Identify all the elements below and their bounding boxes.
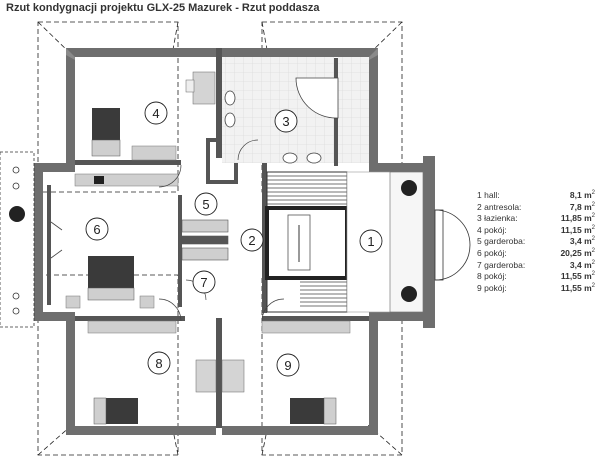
legend-room-area: 7,8 m	[569, 201, 592, 212]
legend-room-area: 11,55 m	[560, 271, 592, 282]
legend-room-name: 3 łazienka:	[477, 213, 518, 224]
room-number: 1	[367, 234, 374, 249]
staircase	[265, 171, 349, 313]
legend-row: 3 łazienka: 11,85 m2	[477, 213, 595, 225]
room-area-legend: 1 hall:8,1 m2 2 antresola:7,8 m2 3 łazie…	[477, 190, 595, 294]
legend-room-name: 6 pokój:	[477, 247, 507, 258]
legend-row: 7 garderoba: 3,4 m2	[477, 260, 595, 272]
bathroom-tiled-area	[338, 57, 369, 163]
room-number: 8	[155, 356, 162, 371]
room-label-8: 8	[147, 351, 171, 375]
room-label-9: 9	[276, 353, 300, 377]
legend-unit-sup: 2	[591, 282, 595, 289]
bathroom-fixtures	[224, 77, 339, 164]
room-number: 7	[200, 275, 207, 290]
room-labels: 4 3 5 6 2 1 7 8 9	[85, 101, 383, 377]
legend-unit-sup: 2	[591, 248, 595, 255]
legend-room-name: 1 hall:	[477, 190, 500, 200]
plant-icon	[9, 180, 417, 302]
room-9-furniture	[221, 320, 351, 425]
room-label-7: 7	[192, 270, 216, 294]
roof-corners	[66, 48, 378, 60]
room-8-furniture	[87, 320, 217, 425]
legend-row: 1 hall: 8,1 m2	[477, 190, 595, 202]
room-number: 5	[202, 197, 209, 212]
legend-room-name: 7 garderoba:	[477, 259, 526, 270]
legend-room-area: 11,55 m	[560, 282, 592, 293]
legend-unit-sup: 2	[591, 259, 595, 266]
legend-row: 6 pokój: 20,25 m2	[477, 248, 595, 260]
exterior-walls	[34, 48, 435, 435]
legend-unit-sup: 2	[591, 213, 595, 220]
room-number: 6	[93, 222, 100, 237]
legend-row: 4 pokój: 11,15 m2	[477, 225, 595, 237]
legend-unit-sup: 2	[591, 224, 595, 231]
legend-row: 8 pokój: 11,55 m2	[477, 271, 595, 283]
plan-title: Rzut kondygnacji projektu GLX-25 Mazurek…	[6, 2, 320, 14]
legend-row: 5 garderoba: 3,4 m2	[477, 236, 595, 248]
legend-row: 2 antresola: 7,8 m2	[477, 202, 595, 214]
legend-unit-sup: 2	[591, 190, 595, 197]
room-number: 3	[282, 114, 289, 129]
room-label-5: 5	[194, 192, 218, 216]
legend-room-area: 3,4 m	[569, 236, 592, 247]
room-label-6: 6	[85, 217, 109, 241]
legend-unit-sup: 2	[591, 271, 595, 278]
legend-room-area: 11,15 m	[560, 224, 592, 235]
right-balcony	[434, 209, 471, 281]
legend-room-name: 2 antresola:	[477, 201, 522, 212]
legend-row: 9 pokój: 11,55 m2	[477, 283, 595, 295]
room-4-furniture	[91, 71, 216, 161]
room-number: 4	[152, 106, 159, 121]
legend-room-name: 5 garderoba:	[477, 236, 526, 247]
legend-room-name: 4 pokój:	[477, 224, 507, 235]
legend-room-area: 8,1 m	[569, 190, 592, 200]
legend-room-area: 3,4 m	[569, 259, 592, 270]
room-number: 9	[284, 358, 291, 373]
legend-room-area: 20,25 m	[560, 247, 592, 258]
legend-room-name: 9 pokój:	[477, 282, 507, 293]
wardrobes	[181, 219, 229, 261]
room-label-2: 2	[240, 228, 264, 252]
room-6-furniture	[50, 173, 179, 309]
legend-room-name: 8 pokój:	[477, 271, 507, 282]
room-label-4: 4	[144, 101, 168, 125]
room-label-1: 1	[359, 229, 383, 253]
legend-room-area: 11,85 m	[560, 213, 592, 224]
left-balcony	[0, 151, 35, 328]
legend-unit-sup: 2	[591, 236, 595, 243]
room-label-3: 3	[274, 109, 298, 133]
legend-unit-sup: 2	[591, 201, 595, 208]
room-number: 2	[248, 233, 255, 248]
